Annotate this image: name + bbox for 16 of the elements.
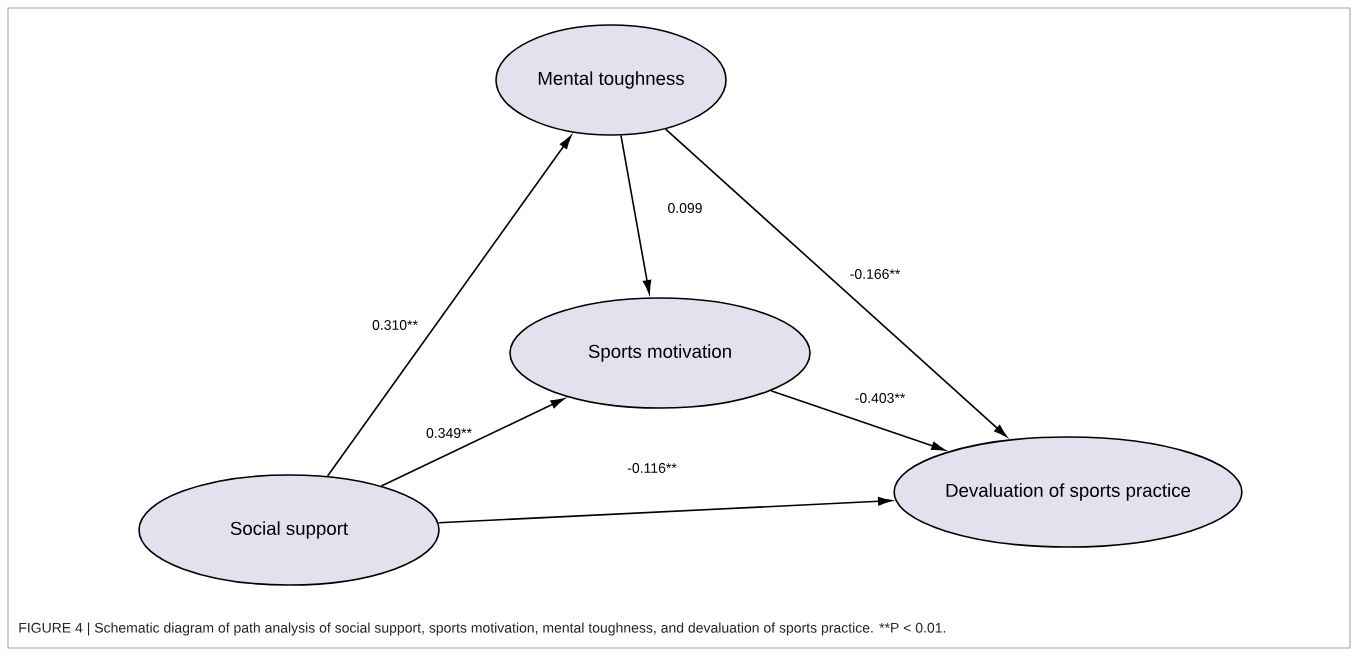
edge-label: -0.116** (625, 461, 679, 475)
arrow (664, 128, 1008, 438)
ellipse-node: Devaluation of sports practice (893, 436, 1243, 548)
edge-label: 0.099 (666, 201, 704, 215)
ellipse-node: Mental toughness (495, 24, 727, 136)
edge-label: 0.349** (424, 426, 474, 440)
arrow (620, 134, 652, 294)
ellipse-node: Sports motivation (509, 297, 811, 409)
edge-label: -0.403** (853, 391, 907, 405)
caption: FIGURE 4 | Schematic diagram of path analysis of social support, sports motivation, mental toughness, and devaluation of sports practice. **P < 0.01. (19, 622, 946, 636)
edge-label: 0.310** (370, 318, 420, 332)
arrow (770, 390, 946, 451)
arrow (380, 398, 565, 487)
arrow (326, 135, 572, 477)
edge-label: -0.166** (848, 267, 902, 281)
ellipse-node: Social support (138, 474, 440, 586)
